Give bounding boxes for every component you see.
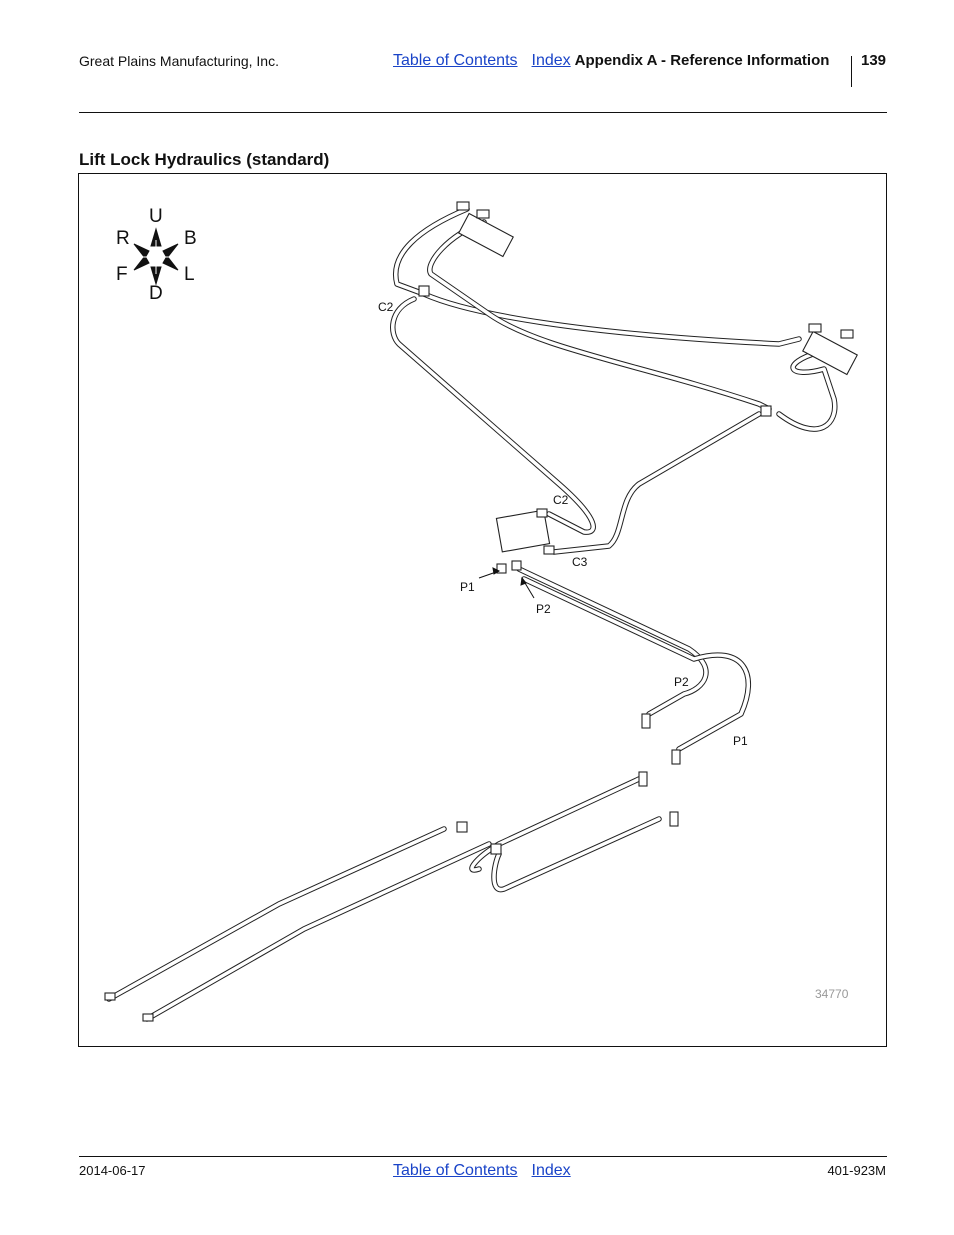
header-rule	[79, 112, 887, 113]
hose-lines	[106, 206, 838, 1022]
compass-right: R	[116, 228, 130, 249]
compass-front: F	[116, 264, 128, 285]
compass-up: U	[149, 206, 163, 227]
hydraulics-diagram: U D R B F L	[104, 201, 858, 1022]
footer-nav: Table of Contents Index	[393, 1162, 571, 1180]
hydraulics-figure: U D R B F L	[78, 173, 887, 1047]
footer-rule	[79, 1156, 887, 1157]
compass-back: B	[184, 228, 197, 249]
label-c3: C3	[572, 555, 588, 569]
section-name: Appendix A - Reference Information	[574, 52, 830, 69]
label-c2-valve: C2	[553, 493, 569, 507]
header-divider	[851, 56, 852, 87]
label-c2-top: C2	[378, 300, 394, 314]
page-title: Lift Lock Hydraulics (standard)	[79, 150, 330, 169]
footer-index-link[interactable]: Index	[531, 1162, 571, 1179]
figure-number: 34770	[815, 987, 849, 1001]
label-p1-mid: P1	[733, 734, 748, 748]
label-p2-valve: P2	[536, 602, 551, 616]
header-toc-link[interactable]: Table of Contents	[393, 52, 518, 69]
compass-left: L	[184, 264, 195, 285]
page-number: 139	[861, 52, 887, 69]
label-p1-valve: P1	[460, 580, 475, 594]
header-index-link[interactable]: Index	[531, 52, 571, 69]
footer-date: 2014-06-17	[79, 1163, 146, 1178]
company-name: Great Plains Manufacturing, Inc.	[79, 53, 279, 69]
orientation-compass-icon	[133, 227, 179, 286]
footer-toc-link[interactable]: Table of Contents	[393, 1162, 518, 1179]
footer-doc-number: 401-923M	[827, 1163, 886, 1178]
compass-down: D	[149, 283, 163, 304]
leader-arrows	[478, 567, 535, 599]
label-p2-mid: P2	[674, 675, 689, 689]
fittings	[104, 201, 858, 1022]
